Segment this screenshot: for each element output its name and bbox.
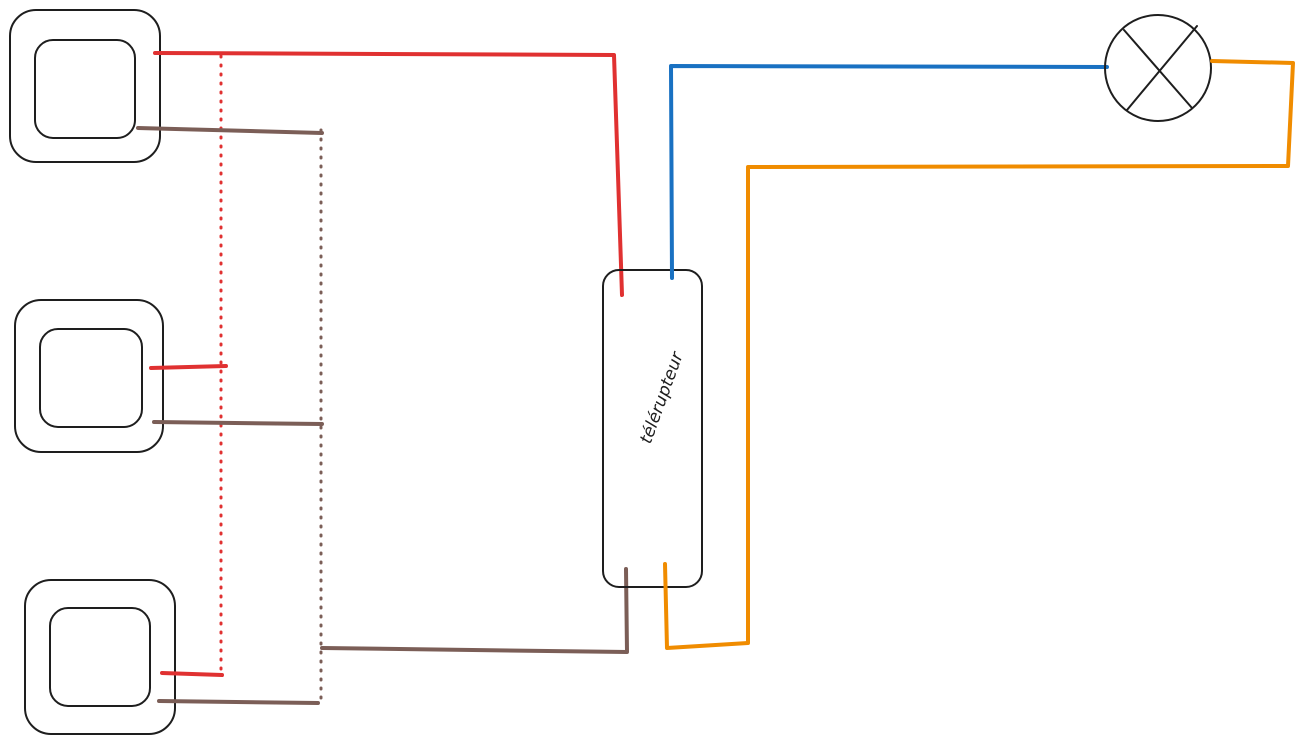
return-wires <box>136 126 629 705</box>
return-wire-button-1 <box>136 126 324 135</box>
phase-wire-to-relay <box>153 51 624 297</box>
lamp-icon <box>1104 14 1212 122</box>
phase-wire-button-2 <box>149 364 228 370</box>
remote-relay: télérupteur <box>602 269 703 588</box>
phase-wire-button-3 <box>160 671 224 677</box>
return-wire-button-3 <box>157 699 320 705</box>
push-button-1 <box>9 9 161 163</box>
return-wire-button-2 <box>152 420 324 426</box>
push-button-2 <box>14 299 164 453</box>
phase-wires <box>149 51 624 678</box>
relay-label: télérupteur <box>636 349 688 447</box>
lamp-feed-wire <box>663 59 1295 650</box>
push-button-3 <box>24 579 176 735</box>
neutral-wire <box>669 64 1109 280</box>
return-wire-to-relay <box>320 567 629 654</box>
